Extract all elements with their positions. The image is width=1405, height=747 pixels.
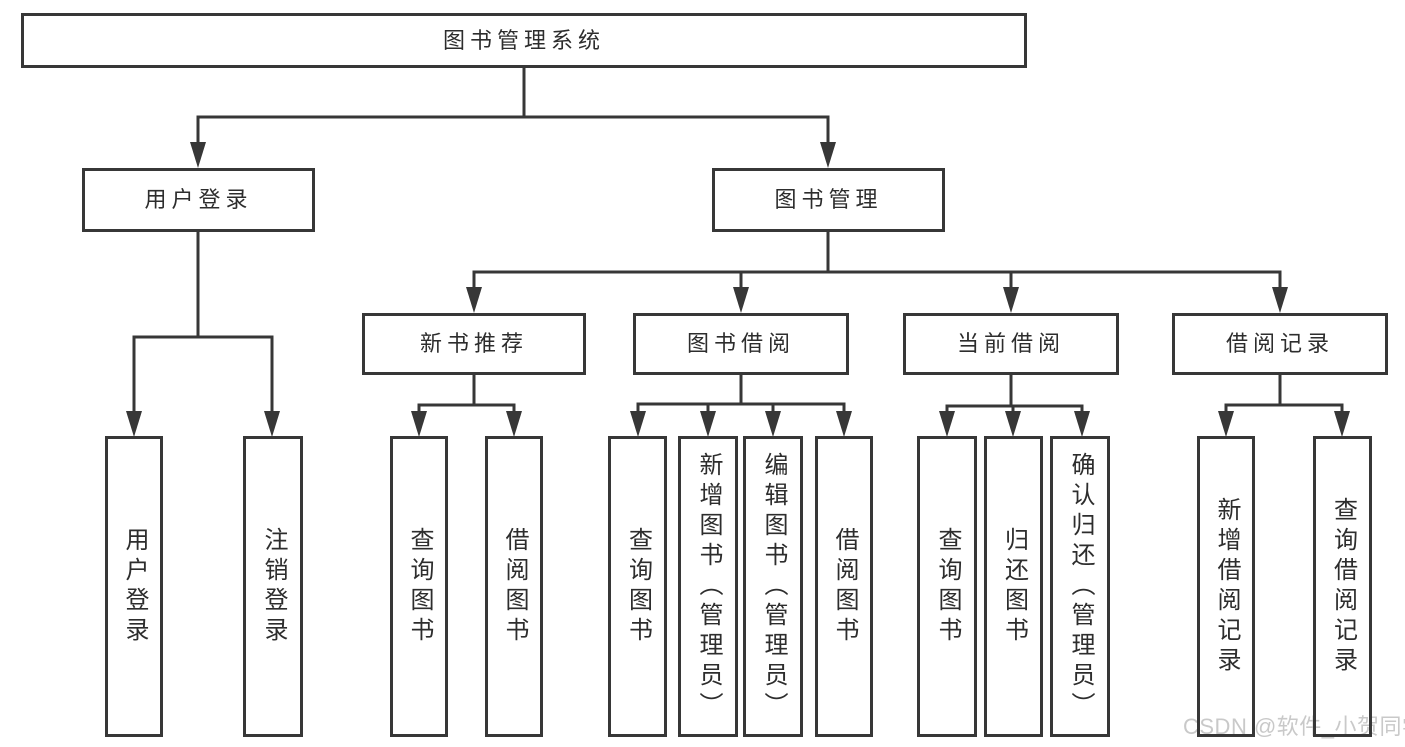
- leaf-add-borrow-record-label: 新增借阅记录: [1213, 496, 1240, 677]
- arrowhead-icon: [1003, 287, 1019, 313]
- leaf-query-books-recommend-label: 查询图书: [406, 526, 433, 647]
- leaf-query-books-current: 查询图书: [917, 436, 977, 737]
- leaf-query-books-borrow: 查询图书: [608, 436, 667, 737]
- arrowhead-icon: [630, 411, 646, 437]
- leaf-borrow-books-recommend-label: 借阅图书: [501, 526, 528, 647]
- node-borrow-records: 借阅记录: [1172, 313, 1388, 375]
- arrowhead-icon: [733, 287, 749, 313]
- node-book-management: 图书管理: [712, 168, 945, 232]
- leaf-query-books-borrow-label: 查询图书: [624, 526, 652, 647]
- arrowhead-icon: [264, 411, 280, 437]
- book-borrow-branch-line: [636, 375, 846, 412]
- leaf-add-borrow-record: 新增借阅记录: [1197, 436, 1255, 737]
- arrowhead-icon: [939, 411, 955, 437]
- leaf-query-books-current-label: 查询图书: [934, 526, 961, 647]
- leaf-borrow-books-recommend: 借阅图书: [485, 436, 543, 737]
- leaf-query-books-recommend: 查询图书: [390, 436, 448, 737]
- leaf-user-login: 用户登录: [105, 436, 163, 737]
- leaf-borrow-books: 借阅图书: [815, 436, 873, 737]
- leaf-confirm-return-admin-label: 确认归还（管理员）: [1067, 451, 1094, 722]
- leaf-return-books-label: 归还图书: [1000, 526, 1028, 647]
- arrowhead-icon: [506, 411, 522, 437]
- level2-crossbar-line: [196, 115, 830, 144]
- node-book-borrow-label: 图书借阅: [686, 331, 795, 356]
- node-root-system: 图书管理系统: [21, 13, 1027, 68]
- node-book-management-label: 图书管理: [774, 187, 883, 212]
- node-user-login: 用户登录: [82, 168, 315, 232]
- current-borrow-branch-line: [945, 375, 1084, 412]
- node-root-label: 图书管理系统: [442, 27, 605, 53]
- arrowhead-icon: [126, 411, 142, 437]
- node-new-book-recommend-label: 新书推荐: [419, 331, 528, 356]
- leaf-user-login-label: 用户登录: [121, 526, 148, 647]
- arrowhead-icon: [190, 142, 206, 168]
- arrowhead-icon: [700, 411, 716, 437]
- leaf-edit-books-admin: 编辑图书（管理员）: [743, 436, 803, 737]
- arrowhead-icon: [466, 287, 482, 313]
- user-login-branch-line: [132, 232, 274, 412]
- leaf-add-books-admin-label: 新增图书（管理员）: [695, 451, 722, 722]
- arrowhead-icon: [1074, 411, 1090, 437]
- arrowheads: [126, 142, 1350, 437]
- arrowhead-icon: [765, 411, 781, 437]
- leaf-confirm-return-admin: 确认归还（管理员）: [1050, 436, 1110, 737]
- arrowhead-icon: [836, 411, 852, 437]
- leaf-logout-label: 注销登录: [260, 526, 287, 647]
- node-current-borrow: 当前借阅: [903, 313, 1119, 375]
- arrowhead-icon: [1272, 287, 1288, 313]
- watermark: CSDN @软件_小贺同学: [1183, 714, 1405, 739]
- node-current-borrow-label: 当前借阅: [956, 331, 1065, 356]
- level3-crossbar-line: [472, 270, 1282, 292]
- node-user-login-label: 用户登录: [144, 187, 253, 212]
- leaf-query-borrow-record-label: 查询借阅记录: [1329, 496, 1357, 677]
- arrowhead-icon: [411, 411, 427, 437]
- leaf-return-books: 归还图书: [984, 436, 1043, 737]
- leaf-logout: 注销登录: [243, 436, 303, 737]
- connector-paths: [132, 68, 1344, 412]
- leaf-add-books-admin: 新增图书（管理员）: [678, 436, 738, 737]
- arrowhead-icon: [1334, 411, 1350, 437]
- new-book-branch-line: [417, 375, 516, 412]
- node-book-borrow: 图书借阅: [633, 313, 849, 375]
- leaf-query-borrow-record: 查询借阅记录: [1313, 436, 1372, 737]
- leaf-edit-books-admin-label: 编辑图书（管理员）: [760, 451, 787, 722]
- arrowhead-icon: [820, 142, 836, 168]
- node-borrow-records-label: 借阅记录: [1225, 331, 1334, 356]
- arrowhead-icon: [1005, 411, 1021, 437]
- node-new-book-recommend: 新书推荐: [362, 313, 586, 375]
- arrowhead-icon: [1218, 411, 1234, 437]
- leaf-borrow-books-label: 借阅图书: [831, 526, 858, 647]
- borrow-record-branch-line: [1224, 375, 1344, 412]
